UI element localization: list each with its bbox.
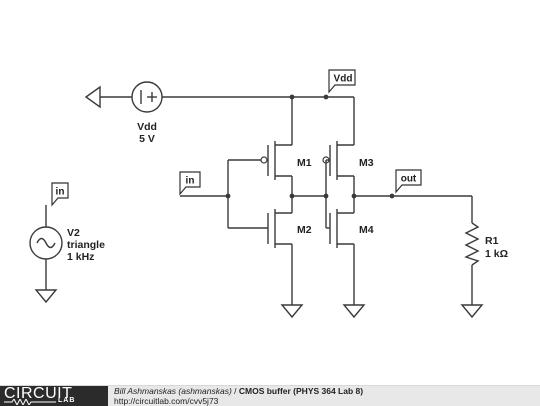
circuit-schematic: Vdd 5 V Vdd M1 M2 in: [29, 69, 508, 319]
vdd-tag-label: Vdd: [334, 74, 353, 85]
transistor-m4[interactable]: [329, 209, 338, 248]
left-stage-wiring: [275, 97, 326, 305]
left-gate-wiring: [180, 159, 268, 229]
footer-bar: CIRCUIT LAB Bill Ashmanskas (ashmanskas)…: [0, 385, 540, 406]
r1-name: R1: [485, 235, 499, 247]
vdd-source-name: Vdd: [137, 121, 157, 133]
author-link[interactable]: Bill Ashmanskas (ashmanskas): [114, 386, 232, 396]
vdd-net-tag[interactable]: Vdd: [328, 69, 356, 94]
in-net-tag-left[interactable]: in: [51, 182, 69, 207]
in-net-tag-mid[interactable]: in: [179, 171, 201, 196]
vdd-source[interactable]: [131, 81, 163, 113]
logo-resistor-icon: [4, 399, 56, 405]
r1-value: 1 kΩ: [485, 248, 508, 260]
m4-label: M4: [359, 224, 374, 236]
vdd-source-value: 5 V: [139, 133, 155, 145]
out-tag-label: out: [401, 174, 417, 185]
transistor-m2[interactable]: [267, 209, 276, 248]
v2-frequency: 1 kHz: [67, 251, 94, 263]
transistor-m3[interactable]: [322, 141, 338, 180]
circuit-url[interactable]: http://circuitlab.com/cvv5j73: [114, 396, 219, 406]
logo-wordmark: CIRCUIT: [4, 385, 73, 402]
footer-credit: Bill Ashmanskas (ashmanskas) / CMOS buff…: [114, 386, 363, 396]
circuit-title: CMOS buffer (PHYS 364 Lab 8): [238, 386, 364, 396]
ground-icon: [460, 304, 484, 319]
right-stage-wiring: [325, 97, 355, 305]
ground-icon: [34, 289, 58, 304]
logo-lab-text: LAB: [58, 397, 76, 404]
output-wiring: [354, 195, 473, 305]
vdd-supply-wiring: [84, 85, 354, 109]
credit-separator: /: [231, 386, 239, 396]
m3-label: M3: [359, 157, 374, 169]
v2-triangle-source[interactable]: [29, 226, 63, 260]
in-tag-mid-label: in: [186, 176, 195, 187]
out-net-tag[interactable]: out: [395, 169, 422, 194]
in-tag-left-label: in: [56, 187, 65, 198]
m1-label: M1: [297, 157, 312, 169]
transistor-m1[interactable]: [260, 141, 276, 180]
vdd-return-arrow-icon: [84, 85, 101, 109]
v2-type: triangle: [67, 239, 105, 251]
resistor-r1[interactable]: [464, 222, 480, 266]
ground-icon: [280, 304, 304, 319]
v2-name: V2: [67, 227, 80, 239]
m2-label: M2: [297, 224, 312, 236]
circuitlab-logo[interactable]: CIRCUIT LAB: [0, 385, 108, 406]
ground-icon: [342, 304, 366, 319]
